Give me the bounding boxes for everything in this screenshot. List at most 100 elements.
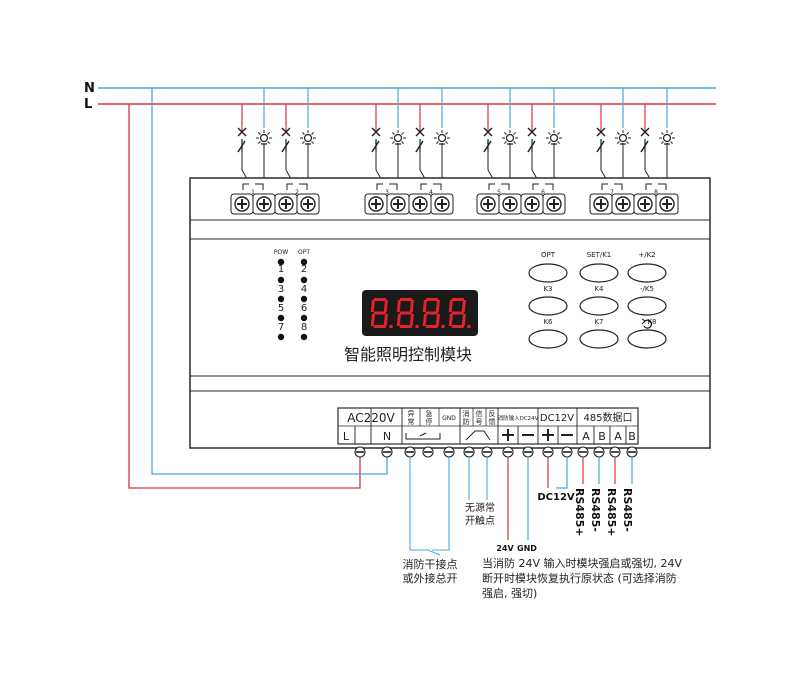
display-segment [383,314,388,326]
display-segment [461,314,466,326]
relay-contact-icon [242,183,264,190]
lamp-ray [311,131,315,135]
label-dc12v: DC12V [537,492,575,503]
lamp-bulb [662,133,672,143]
lamp-ray [267,141,271,145]
keypad-button[interactable] [579,329,619,349]
undo-arrow-icon [641,318,653,329]
dry-contact-wire [432,457,450,551]
led-label: 8 [301,322,307,333]
fire-label-char: 信 [476,409,483,418]
lamp-icon [256,88,272,184]
led-indicator [300,333,308,341]
keypad-button[interactable] [627,329,667,349]
lamp-ray [547,141,551,145]
switch-icon [237,104,251,185]
switch-blade [640,127,650,137]
channel-number: 1 [251,189,255,196]
lamp-ray [257,141,261,145]
led-indicator [277,276,285,284]
button-label: OPT [541,251,556,259]
button-label: K3 [543,285,552,293]
display-segment [396,314,401,326]
lamp-ray [445,141,449,145]
dry-contact-line1: 消防干接点 [403,557,458,571]
lamp-bulb [505,133,515,143]
lamp-ray [660,131,664,135]
display-segment [425,325,438,328]
switch-icon [415,104,429,185]
switch-blade [527,140,536,153]
switch-blade [483,140,492,153]
annotations: 无源常 开触点 24V GND DC12V RS485+ RS485- RS48… [403,488,683,600]
rs485-header: 485数据口 [583,411,632,424]
lamp-ray [547,131,551,135]
lamp-ray [301,131,305,135]
lamp-icon [434,88,450,184]
rs485-pin: A [582,430,590,443]
display-segment [451,311,464,315]
led-label: 5 [278,303,284,314]
display-segment [425,311,438,315]
switch-blade [237,140,246,153]
keypad-button[interactable] [627,296,667,316]
lamp-ray [267,131,271,135]
keypad-button[interactable] [627,263,667,283]
lamp-ray [257,131,261,135]
led-indicator [277,314,285,322]
bus-n-label: N [84,81,95,96]
switch-blade [415,140,424,153]
led-indicator [300,295,308,303]
display-segment [448,314,453,326]
no-contact-line2: 开触点 [465,514,495,527]
keypad-button[interactable] [528,296,568,316]
switch-icon [281,104,295,185]
keypad-button[interactable] [579,296,619,316]
dc12v-minus-wire [556,457,568,489]
lamp-ray [301,141,305,145]
display-segment [435,314,440,326]
display-segment [409,300,414,312]
lamp-icon [390,88,406,184]
relay-contact-icon [601,183,623,190]
keypad-button[interactable] [528,329,568,349]
led-indicator [300,276,308,284]
rs485-pin: B [628,430,636,443]
lamp-ray [557,131,561,135]
dc12v-header: DC12V [540,413,574,424]
switch-blade [483,127,493,137]
channel-number: 7 [610,189,614,196]
keypad-button[interactable] [579,263,619,283]
lamp-ray [513,131,517,135]
undo-arrow-path [643,319,653,329]
rs485-label-1: RS485+ [573,488,586,537]
display-digits [370,298,471,329]
button-label: K7 [594,318,603,326]
ac-pin-l: L [343,430,350,443]
module-title: 智能照明控制模块 [344,345,472,364]
dry-contact-wire [409,457,441,556]
note-line1: 当消防 24V 输入时模块强启或强切, 24V [482,556,683,570]
display-segment [370,300,375,312]
note-line3: 强启, 强切) [482,587,537,600]
dry-contact-icon [405,433,441,440]
relay-contact-icon [645,183,667,190]
switch-blade [527,127,537,137]
display-segment [451,298,464,301]
lamp-icon [615,88,631,184]
display-segment [373,311,386,315]
led-indicator [277,258,285,266]
display-dot [467,324,471,329]
relay-contact-icon [488,183,510,190]
display-dot [441,324,445,329]
switch-icon [640,104,654,185]
switch-icon [596,104,610,185]
display-segment [461,300,466,312]
keypad-button[interactable] [528,263,568,283]
switch-blade [596,140,605,153]
switch-blade [596,127,606,137]
dry-contact-icon [419,432,427,437]
lamp-bulb [393,133,403,143]
